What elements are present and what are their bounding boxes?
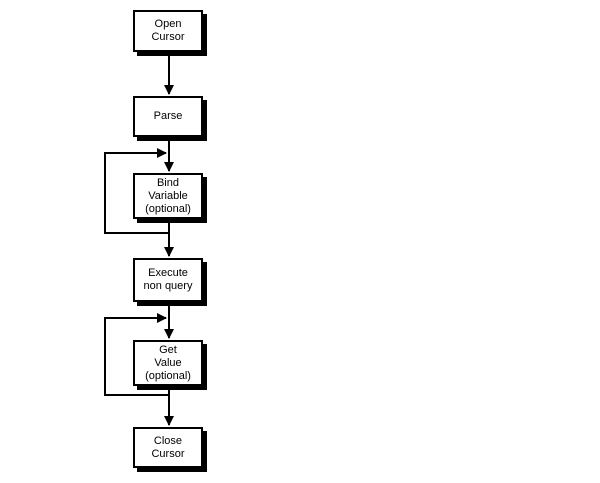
node-parse-label: Parse — [153, 110, 183, 122]
node-close-cursor: Close Cursor — [133, 427, 203, 468]
node-parse: Parse — [133, 96, 203, 137]
node-get-value: Get Value (optional) — [133, 340, 203, 386]
node-open-cursor-label: Open Cursor — [151, 18, 185, 43]
node-execute-non-query-label: Execute non query — [143, 267, 193, 292]
node-bind-variable: Bind Variable (optional) — [133, 173, 203, 219]
bind-loop-arrow — [104, 148, 169, 234]
node-get-value-label: Get Value (optional) — [145, 343, 191, 382]
node-execute-non-query: Execute non query — [133, 258, 203, 302]
node-open-cursor: Open Cursor — [133, 10, 203, 52]
get-value-loop-arrow — [104, 313, 169, 396]
node-bind-variable-label: Bind Variable (optional) — [145, 176, 191, 215]
node-close-cursor-label: Close Cursor — [151, 434, 185, 460]
